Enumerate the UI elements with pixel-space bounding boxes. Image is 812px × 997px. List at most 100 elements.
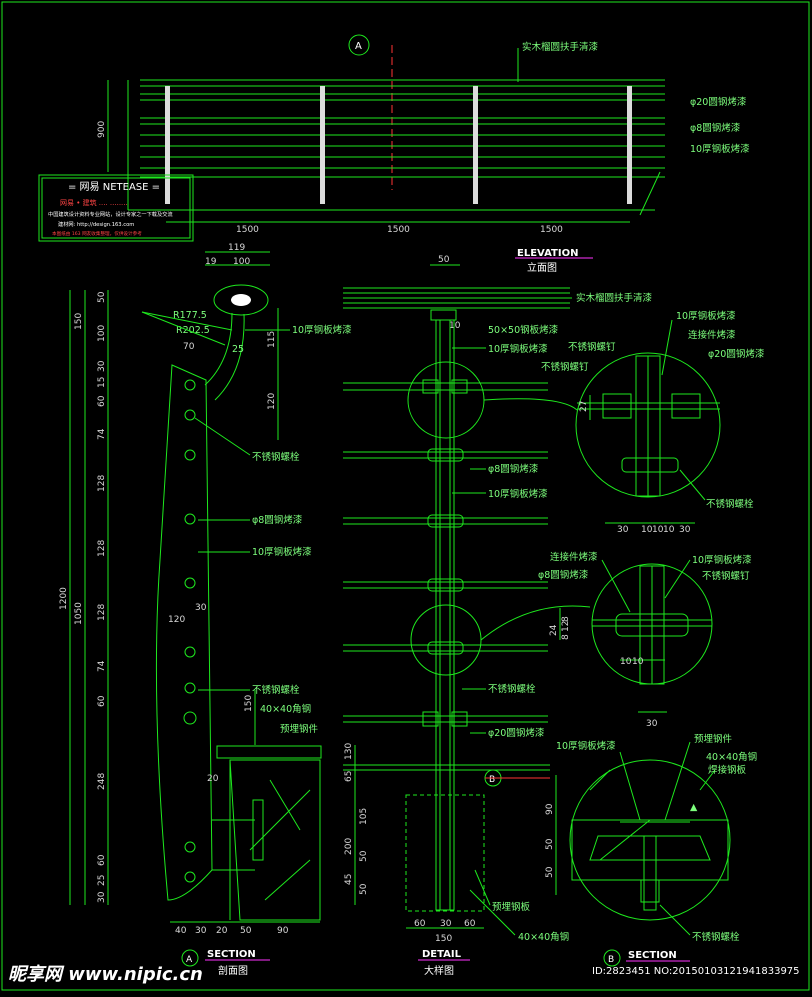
section-left-dim-248: 248	[97, 773, 107, 790]
detail-bottom-dim-60a: 60	[414, 919, 426, 929]
section-left-dim-128b: 128	[97, 540, 107, 557]
section-b-dim-50a: 50	[545, 838, 555, 850]
detail-label-plate-50: 50×50钢板烤漆	[488, 324, 559, 336]
detail-bottom-dim-60b: 60	[464, 919, 476, 929]
section-label-embed: 预埋钢件	[280, 723, 319, 735]
elevation-title-en: ELEVATION	[517, 248, 578, 259]
callout2-dim-10a: 10	[620, 657, 632, 667]
elevation-label-round-steel-20: φ20圆钢烤漆	[690, 96, 747, 108]
section-b-hatch-mark: ▲	[690, 802, 698, 813]
section-radius-1: R177.5	[173, 310, 207, 321]
section-left-dim-30b: 30	[97, 891, 107, 903]
detail-side-dim-45: 45	[344, 874, 354, 885]
callout2-label-plate: 10厚钢板烤漆	[692, 554, 752, 566]
stamp-line-3: 建材网: http://design.163.com	[58, 220, 134, 228]
section-left-dim-60: 60	[97, 395, 107, 407]
detail-label-embed-plate: 预埋钢板	[492, 901, 531, 913]
callout-detail-2: 24 8 12 8 10 10 30 连接件烤漆 10厚钢板烤漆 φ8圆钢烤漆 …	[480, 551, 752, 729]
section-top-dim-19: 19	[205, 257, 217, 267]
callout1-dim-27: 27	[579, 401, 589, 412]
section-marker: A	[186, 955, 193, 965]
callout1-label-plate: 10厚钢板烤漆	[676, 310, 736, 322]
detail-bottom-dim-30: 30	[440, 919, 452, 929]
callout1-label-rod-20: φ20圆钢烤漆	[708, 348, 765, 360]
section-left-dim-60b: 60	[97, 695, 107, 707]
span-dim-2: 1500	[387, 225, 410, 235]
callout1-dim-30a: 30	[617, 525, 629, 535]
source-stamp: = 网易 NETEASE = 网易 • 建筑 .... ........ 中国建…	[38, 174, 194, 242]
detail-marker: B	[489, 775, 495, 785]
detail-side-dim-50b: 50	[359, 883, 369, 895]
section-top-dim-119: 119	[228, 243, 245, 253]
section-left-dim-15: 15	[97, 377, 107, 388]
section-left-dim-74: 74	[97, 428, 107, 440]
section-left-dim-50: 50	[97, 291, 107, 303]
watermark-id: ID:2823451 NO:20150103121941833975	[592, 966, 800, 977]
section-total-dim-1050: 1050	[74, 602, 84, 625]
section-bottom-dim-20: 20	[216, 926, 228, 936]
callout1-dim-10c: 10	[663, 525, 675, 535]
section-title-en: SECTION	[207, 949, 256, 960]
section-b-dim-50b: 50	[545, 866, 555, 878]
section-bottom-dim-90: 90	[277, 926, 289, 936]
section-top-dim-100: 100	[233, 257, 250, 267]
stamp-line-2: 中国建筑设计资料专业网站，设计专家之一下载及交流	[48, 210, 173, 218]
section-dim-120: 120	[168, 615, 185, 625]
detail-label-handrail: 实木榴圆扶手清漆	[576, 292, 653, 304]
section-left-dim-150: 150	[74, 313, 84, 330]
section-dim-30: 30	[195, 603, 207, 613]
detail-title-en: DETAIL	[422, 949, 462, 960]
section-left-dim-128c: 128	[97, 604, 107, 621]
callout2-dim-8a: 8	[561, 616, 571, 622]
detail-label-rod-20: φ20圆钢烤漆	[488, 727, 545, 739]
callout2-dim-10b: 10	[632, 657, 644, 667]
elevation-label-round-steel-8: φ8圆钢烤漆	[690, 122, 741, 134]
detail-label-plate-10b: 10厚钢板烤漆	[488, 488, 548, 500]
section-post-plate	[155, 364, 213, 901]
detail-title-zh: 大样图	[424, 964, 454, 977]
section-left-dim-74b: 74	[97, 660, 107, 672]
section-radius-3: 25	[232, 344, 244, 355]
callout2-dim-24: 24	[549, 624, 559, 636]
section-bottom-dim-40: 40	[175, 926, 187, 936]
elevation-height-dim: 900	[97, 121, 107, 138]
detail-view: 50 10	[343, 255, 653, 977]
section-right-dim-120: 120	[267, 393, 277, 410]
detail-top-small: 10	[449, 321, 461, 331]
section-left-dim-128a: 128	[97, 475, 107, 492]
section-label-angle: 40×40角钢	[260, 703, 311, 715]
detail-label-plate-10a: 10厚钢板烤漆	[488, 343, 548, 355]
callout1-label-screw-2: 不锈钢螺钉	[541, 361, 589, 373]
callout-detail-1: 27 30 10 10 10 30 10厚钢板烤漆 连接件烤漆 不锈钢螺钉 φ2…	[483, 310, 765, 535]
callout2-label-screw: 不锈钢螺钉	[702, 570, 750, 582]
detail-top-dim: 50	[438, 255, 450, 265]
detail-label-angle: 40×40角钢	[518, 931, 569, 943]
detail-side-dim-105: 105	[359, 808, 369, 825]
stamp-line-4: 本图纸由 163 网友收集整理，仅供设计参考	[52, 230, 142, 237]
section-label-rod-8: φ8圆钢烤漆	[252, 514, 303, 526]
callout1-dim-30b: 30	[679, 525, 691, 535]
section-view: 119 19 100 70 R177.5 R202.5 25 1200 1050…	[59, 243, 352, 977]
section-left-dim-25: 25	[97, 875, 107, 886]
section-b-title-en: SECTION	[628, 950, 677, 961]
callout1-label-connector: 连接件烤漆	[688, 329, 736, 341]
callout2-label-rod-8: φ8圆钢烤漆	[538, 569, 589, 581]
section-b-label-plate: 10厚钢板烤漆	[556, 740, 616, 752]
section-radius-2: R202.5	[176, 325, 210, 336]
section-b-label-embed: 预埋钢件	[694, 733, 733, 745]
section-label-plate-mid: 10厚钢板烤漆	[252, 546, 312, 558]
span-dim-1: 1500	[236, 225, 259, 235]
section-bottom-dim-50: 50	[240, 926, 252, 936]
stamp-title: = 网易 NETEASE =	[68, 181, 160, 193]
section-dim-150: 150	[244, 695, 254, 712]
section-dim-20: 20	[207, 774, 219, 784]
callout2-dim-12: 12	[561, 621, 571, 632]
detail-side-dim-130: 130	[344, 743, 354, 760]
section-label-bolt-1: 不锈钢螺栓	[252, 451, 300, 463]
callout2-dim-8b: 8	[561, 634, 571, 640]
callout1-label-bolt: 不锈钢螺栓	[706, 498, 754, 510]
callout1-dim-10b: 10	[652, 525, 664, 535]
section-total-dim-1200: 1200	[59, 587, 69, 610]
